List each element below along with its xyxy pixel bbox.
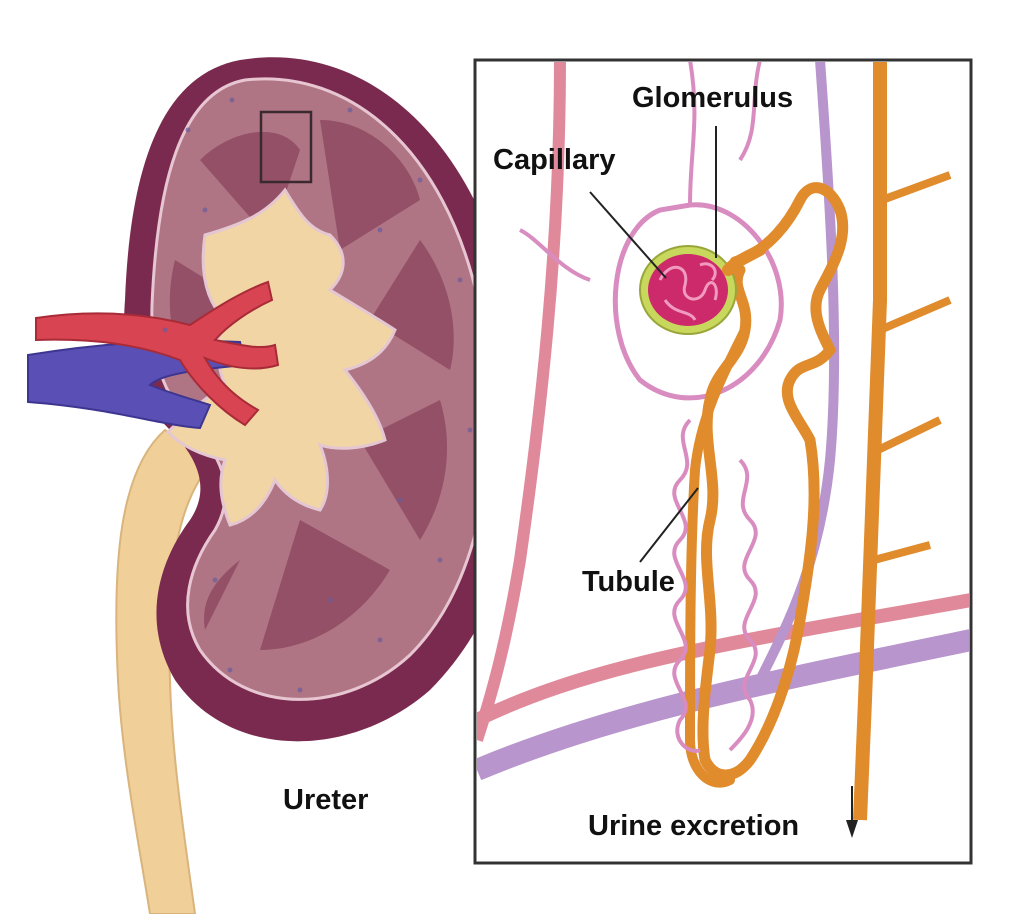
glomerulus-core <box>648 254 728 326</box>
collecting-duct-branches <box>872 171 952 564</box>
capillary-leader-line <box>589 191 667 279</box>
tubule-descending <box>684 325 750 788</box>
nephron-detail-panel <box>473 58 973 865</box>
capillary-branch <box>519 62 762 282</box>
glomerulus-loops <box>658 262 718 321</box>
label-ureter: Ureter <box>283 784 369 816</box>
purple-vessel-right <box>755 62 840 683</box>
label-tubule: Tubule <box>582 566 675 598</box>
tubule-path <box>697 182 849 781</box>
label-capillary: Capillary <box>493 144 616 176</box>
pink-vessel-left <box>477 62 566 742</box>
detail-marker-box <box>259 110 313 184</box>
renal-pelvis <box>165 187 397 527</box>
vasa-recta <box>672 418 758 753</box>
renal-artery <box>35 280 280 427</box>
tubule-leader-line <box>639 487 699 563</box>
kidney <box>27 57 526 914</box>
collecting-duct <box>853 62 887 821</box>
cortex-dots <box>162 97 473 693</box>
label-urine-excretion: Urine excretion <box>588 810 800 842</box>
urine-arrow-head <box>846 820 858 838</box>
tubule-origin <box>722 244 766 276</box>
label-glomerulus: Glomerulus <box>632 82 794 114</box>
